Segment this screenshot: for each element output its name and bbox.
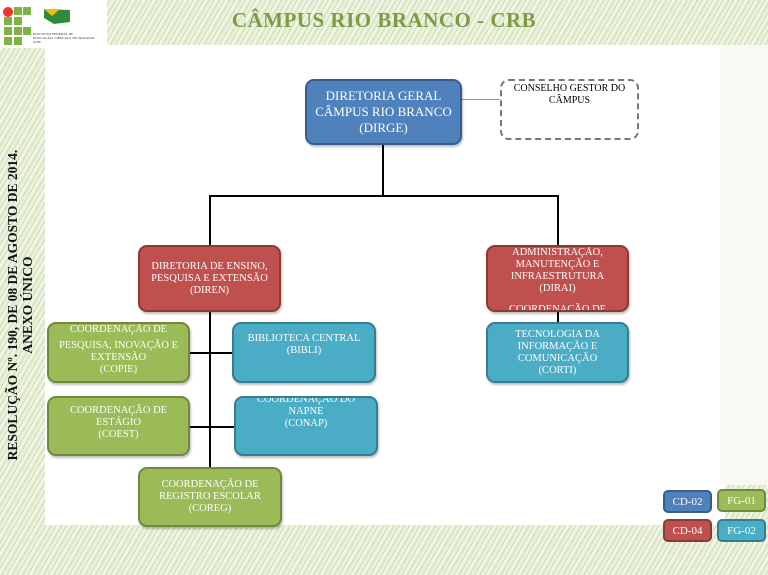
box-label: (BIBLI) xyxy=(286,345,322,356)
box-label: COORDENAÇÃO DO xyxy=(256,396,356,405)
conap-box[interactable]: COORDENAÇÃO DO NAPNE (CONAP) xyxy=(234,396,378,456)
connector xyxy=(557,312,559,323)
box-label: (CONAP) xyxy=(284,418,328,429)
box-label: TECNOLOGIA DA xyxy=(515,328,600,340)
dirai-box[interactable]: ADMINISTRAÇÃO, MANUTENÇÃO E INFRAESTRUTU… xyxy=(486,245,629,312)
legend-cd02: CD-02 xyxy=(663,490,712,513)
box-label: CÂMPUS RIO BRANCO xyxy=(315,104,452,119)
box-label: (CORTI) xyxy=(538,364,577,376)
box-label: (COEST) xyxy=(98,429,139,440)
connector xyxy=(382,145,384,196)
box-label: (DIRGE) xyxy=(359,120,408,135)
connector xyxy=(209,312,211,468)
svg-text:EDUCAÇÃO, CIÊNCIA E TECNOLOGIA: EDUCAÇÃO, CIÊNCIA E TECNOLOGIA xyxy=(33,35,95,41)
content-area-right xyxy=(720,45,768,485)
box-label: REGISTRO ESCOLAR xyxy=(159,491,261,502)
diren-box[interactable]: DIRETORIA DE ENSINO, PESQUISA E EXTENSÃO… xyxy=(138,245,281,312)
logo: INSTITUTO FEDERAL DE EDUCAÇÃO, CIÊNCIA E… xyxy=(0,0,107,48)
box-label: ADMINISTRAÇÃO, xyxy=(512,247,603,258)
svg-text:ACRE: ACRE xyxy=(33,40,41,44)
bibli-box[interactable]: BIBLIOTECA CENTRAL (BIBLI) xyxy=(232,322,376,383)
dirge-box[interactable]: DIRETORIA GERAL CÂMPUS RIO BRANCO (DIRGE… xyxy=(305,79,462,145)
connector xyxy=(557,195,559,245)
connector xyxy=(190,352,233,354)
box-label: CONSELHO GESTOR DO xyxy=(513,83,626,94)
page-title: CÂMPUS RIO BRANCO - CRB xyxy=(231,8,537,32)
box-label: (DIREN) xyxy=(189,284,230,296)
box-label: COORDENAÇÃO DE xyxy=(161,479,259,490)
box-label: DIRETORIA DE ENSINO, xyxy=(151,260,268,272)
connector xyxy=(462,99,500,100)
connector xyxy=(209,195,211,245)
box-label: DIRETORIA GERAL xyxy=(325,88,442,103)
connector xyxy=(209,195,559,197)
box-label: PESQUISA E EXTENSÃO xyxy=(151,272,268,284)
coreg-box[interactable]: COORDENAÇÃO DE REGISTRO ESCOLAR (COREG) xyxy=(138,467,282,527)
box-label: BIBLIOTECA CENTRAL xyxy=(247,333,361,344)
connector xyxy=(190,426,235,428)
legend-fg02: FG-02 xyxy=(717,519,766,542)
box-label: MANUTENÇÃO E xyxy=(515,259,600,270)
institute-logo-icon: INSTITUTO FEDERAL DE EDUCAÇÃO, CIÊNCIA E… xyxy=(3,7,95,45)
box-label: (COREG) xyxy=(188,503,232,514)
box-label: COMUNICAÇÃO xyxy=(517,352,598,364)
copie-box[interactable]: COORDENAÇÃO DE PESQUISA, INOVAÇÃO E EXTE… xyxy=(47,322,190,383)
resolution-line: RESOLUÇÃO Nº. 190, DE 08 DE AGOSTO DE 20… xyxy=(5,149,20,461)
coest-box[interactable]: COORDENAÇÃO DE ESTÁGIO (COEST) xyxy=(47,396,190,456)
box-label: ESTÁGIO xyxy=(96,417,141,428)
corti-box[interactable]: TECNOLOGIA DA INFORMAÇÃO E COMUNICAÇÃO (… xyxy=(486,322,629,383)
box-label: COORDENAÇÃO DE xyxy=(508,304,607,312)
box-label: NAPNE xyxy=(288,406,324,417)
box-label: INFORMAÇÃO E xyxy=(517,340,598,352)
box-label: CÂMPUS xyxy=(548,95,591,106)
box-label: (COPIE) xyxy=(99,364,138,375)
box-label: EXTENSÃO xyxy=(90,352,147,363)
box-label: COORDENAÇÃO DE xyxy=(69,324,168,335)
box-label: COORDENAÇÃO DE xyxy=(69,405,168,416)
svg-text:INSTITUTO FEDERAL DE: INSTITUTO FEDERAL DE xyxy=(33,32,73,36)
conselho-box[interactable]: CONSELHO GESTOR DO CÂMPUS xyxy=(500,79,639,140)
annex-line: ANEXO ÚNICO xyxy=(20,256,35,354)
legend-fg01: FG-01 xyxy=(717,489,766,512)
box-label: PESQUISA, INOVAÇÃO E xyxy=(58,340,179,351)
box-label: (DIRAI) xyxy=(539,283,576,294)
legend-cd04: CD-04 xyxy=(663,519,712,542)
box-label: INFRAESTRUTURA xyxy=(510,271,605,282)
resolution-note: RESOLUÇÃO Nº. 190, DE 08 DE AGOSTO DE 20… xyxy=(5,135,35,475)
